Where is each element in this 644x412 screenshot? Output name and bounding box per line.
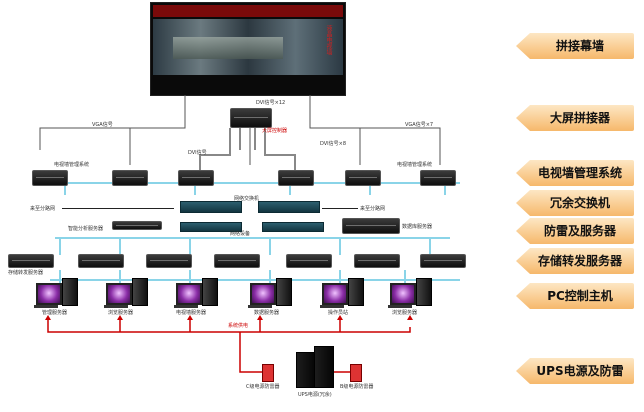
tvwall-server-4 [278, 170, 314, 186]
power-arrow-5 [337, 315, 343, 320]
vga-right-label: VGA信号×7 [405, 122, 434, 128]
pc-keyboard-4 [248, 305, 272, 308]
pc-keyboard-6 [388, 305, 412, 308]
ups-unit-1 [296, 352, 316, 388]
ups-label: UPS电源(冗余) [298, 392, 332, 398]
tvwall-server-2 [112, 170, 148, 186]
power-arrow-4 [257, 315, 263, 320]
side-label-3: 电视墙管理系统 [516, 160, 634, 186]
pc-monitor-3 [176, 283, 202, 305]
vga-left-label: VGA信号 [92, 122, 113, 128]
left-source-label: 来至分路网 [30, 206, 56, 212]
storage-server-3 [146, 254, 192, 268]
b-level-protector [350, 364, 362, 382]
pc-tower-6 [416, 278, 432, 306]
b-level-label: B级电源防雷器 [340, 384, 374, 390]
c-level-label: C级电源防雷器 [246, 384, 280, 390]
splicer-label: 大屏控制器 [262, 128, 288, 134]
side-label-8: UPS电源及防雷 [516, 358, 634, 384]
side-label-5: 防雷及服务器 [516, 218, 634, 244]
pc-keyboard-5 [320, 305, 344, 308]
tvwall-server-5 [345, 170, 381, 186]
storage-server-1 [8, 254, 54, 268]
network-drop-2 [59, 238, 431, 255]
tvwall-server-1 [32, 170, 68, 186]
panorama-image [173, 37, 283, 59]
storage-label: 存储转发服务器 [8, 270, 44, 276]
power-arrow-2 [117, 315, 123, 320]
pc-label-2: 浏览服务器 [108, 310, 134, 316]
side-label-2: 大屏拼接器 [516, 105, 634, 131]
switch-lower-left [180, 222, 242, 232]
analysis-server-label: 智能分析服务器 [68, 226, 104, 232]
splicer-device [230, 108, 272, 128]
left-source-arrow [62, 208, 174, 209]
power-line [47, 318, 411, 333]
pc-monitor-6 [390, 283, 416, 305]
switch-right [258, 201, 320, 213]
system-power-label: 系统供电 [228, 323, 249, 329]
side-label-7: PC控制主机 [516, 283, 634, 309]
storage-server-4 [214, 254, 260, 268]
mgmt-label-left: 电视墙管理系统 [54, 162, 90, 168]
video-wall-side-text: 液晶电视墙 [325, 25, 332, 55]
video-wall-header [153, 5, 343, 17]
network-drop-3 [59, 270, 406, 285]
pc-tower-2 [132, 278, 148, 306]
side-label-6: 存储转发服务器 [516, 248, 634, 274]
pc-monitor-5 [322, 283, 348, 305]
power-line-down [239, 332, 262, 373]
pc-label-4: 数据服务器 [254, 310, 280, 316]
pc-tower-5 [348, 278, 364, 306]
right-source-label: 来至分路网 [360, 206, 386, 212]
side-label-1: 拼接幕墙 [516, 33, 634, 59]
storage-server-7 [420, 254, 466, 268]
side-label-4: 冗余交换机 [516, 190, 634, 216]
vga-left-line [39, 95, 186, 150]
video-wall: 液晶电视墙 [150, 2, 346, 96]
tvwall-server-6 [420, 170, 456, 186]
pc-monitor-1 [36, 283, 62, 305]
ups-unit-2 [314, 346, 334, 388]
vga-right-line2 [330, 127, 361, 165]
pc-tower-1 [62, 278, 78, 306]
mgmt-label-right: 电视墙管理系统 [397, 162, 433, 168]
pc-keyboard-2 [104, 305, 128, 308]
dvi-bundle [199, 128, 296, 172]
pc-label-6: 浏览服务器 [392, 310, 418, 316]
switch-left [180, 201, 242, 213]
pc-monitor-2 [106, 283, 132, 305]
switch-lower-right [262, 222, 324, 232]
pc-label-1: 管理服务器 [42, 310, 68, 316]
vga-mid-line [129, 127, 185, 165]
pc-monitor-4 [250, 283, 276, 305]
pc-label-3: 电视墙服务器 [176, 310, 207, 316]
pc-tower-4 [276, 278, 292, 306]
storage-server-2 [78, 254, 124, 268]
dvi-right-label: DVI信号×8 [320, 141, 347, 147]
switch-label: 网络交换机 [234, 196, 260, 202]
tvwall-server-3 [178, 170, 214, 186]
splicer-dvi-label: DVI信号×12 [256, 100, 286, 106]
data-server [342, 218, 400, 234]
power-arrow-3 [187, 315, 193, 320]
video-wall-screens [153, 19, 343, 75]
dvi-mid-label: DVI信号 [188, 150, 207, 156]
vga-right-line [309, 95, 441, 165]
right-source-arrow [322, 208, 358, 209]
c-level-protector [262, 364, 274, 382]
pc-tower-3 [202, 278, 218, 306]
pc-keyboard-1 [34, 305, 58, 308]
power-arrow-6 [407, 315, 413, 320]
pc-label-5: 操作员站 [328, 310, 349, 316]
power-arrow-1 [45, 315, 51, 320]
switch-label-2: 网络设备 [230, 231, 251, 237]
storage-server-6 [354, 254, 400, 268]
network-drop-1 [64, 183, 446, 195]
analysis-server [112, 221, 162, 230]
data-server-label: 数据库服务器 [402, 224, 433, 230]
pc-keyboard-3 [174, 305, 198, 308]
storage-server-5 [286, 254, 332, 268]
